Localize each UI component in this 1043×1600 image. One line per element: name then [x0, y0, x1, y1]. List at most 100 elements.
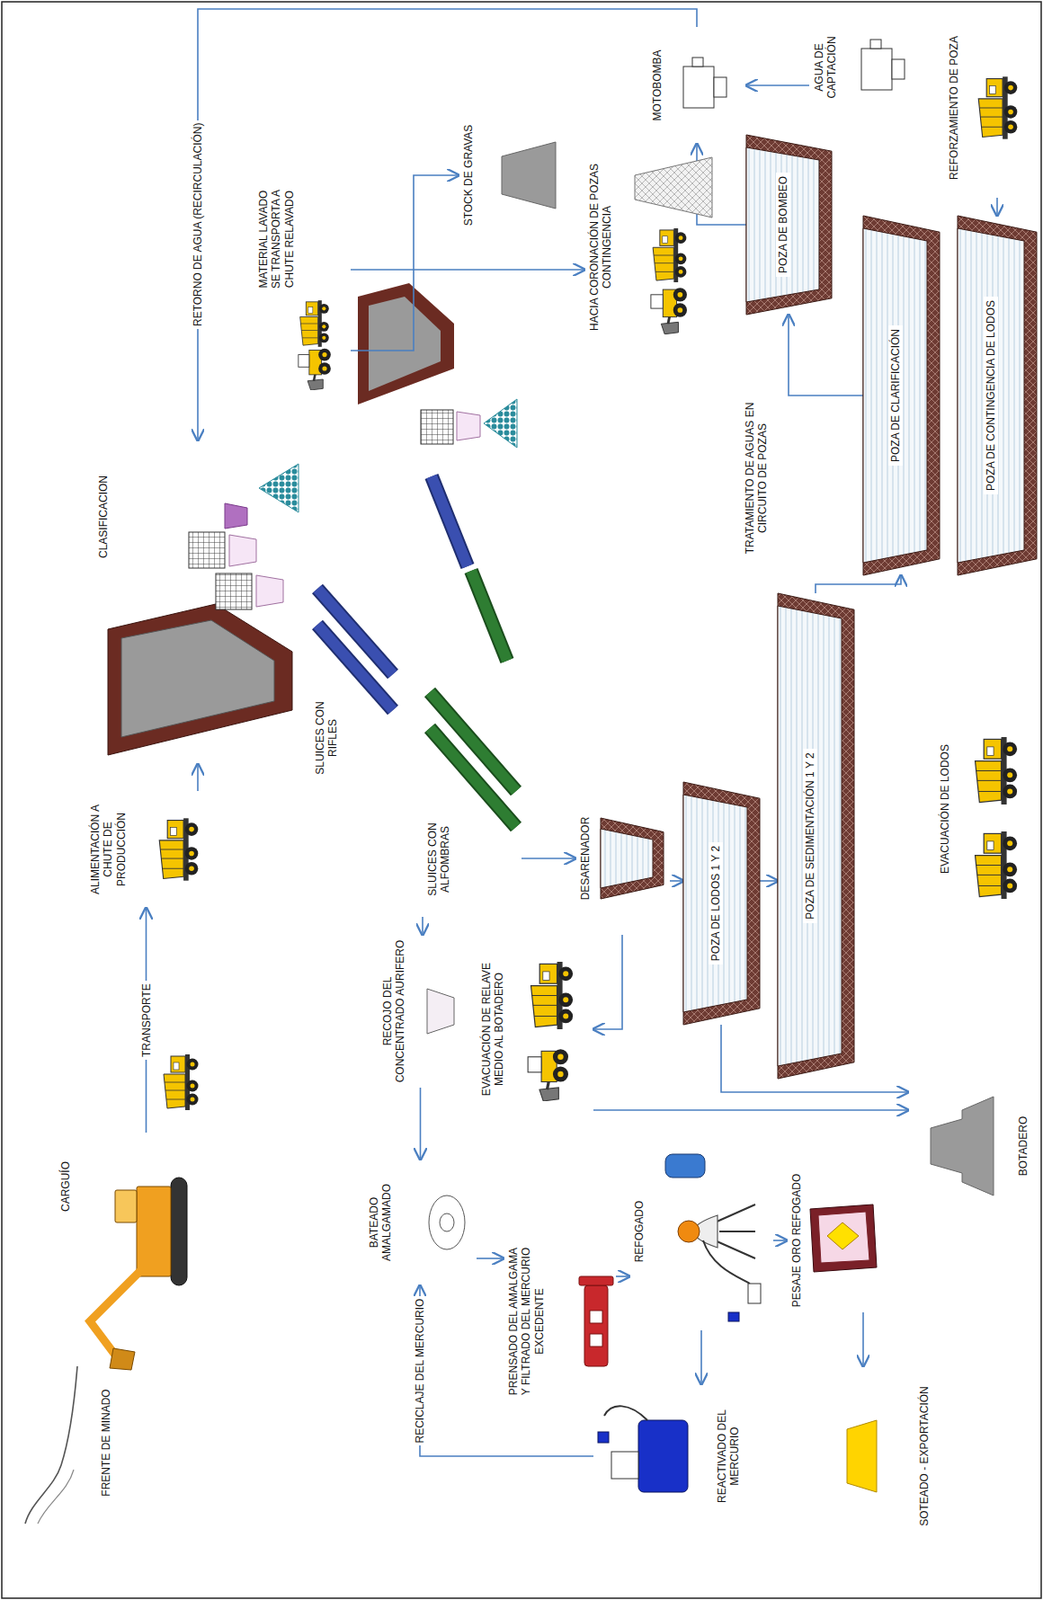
line-art	[714, 1204, 756, 1259]
sludge-haulage: EVACUACIÓN DE LODOS	[935, 701, 1035, 918]
pond-outline	[957, 228, 1025, 563]
edge-label: RETORNO DE AGUA (RECIRCULACIÓN)	[190, 120, 206, 330]
shape-part	[215, 573, 252, 610]
shape-part	[188, 532, 225, 569]
loader-icon	[650, 287, 687, 335]
text-block: EVACUACIÓN DE RELAVE MEDIO AL BOTADERO	[480, 948, 507, 1111]
clarification-pond: POZA DE CLARIFICACIÓN	[863, 215, 940, 576]
node-label: REFORZAMIENTO DE POZA	[947, 22, 961, 194]
pond-outline	[746, 134, 832, 315]
text-block: MOTOBOMBA	[650, 30, 664, 141]
text-block: SLUICES CON RIFLES	[313, 688, 340, 788]
flow-connector	[700, 1330, 703, 1385]
note-label: TRATAMIENTO DE AGUAS EN CIRCUITO DE POZA…	[742, 390, 771, 567]
shape-part	[579, 1276, 614, 1286]
truck-icon	[531, 962, 574, 1030]
shape-part	[136, 1186, 171, 1277]
shape-outline	[501, 142, 556, 209]
truck-icon	[159, 818, 198, 881]
truck-icon	[975, 831, 1018, 900]
shape-part	[891, 59, 905, 80]
flow-connector	[759, 880, 778, 883]
pond-outline	[600, 818, 664, 900]
edge-label: RECICLAJE DEL MERCURIO	[412, 1296, 428, 1447]
text-block: REFOGADO	[632, 1168, 646, 1295]
relavado-chute	[471, 570, 508, 661]
node-label: MATERIAL LAVADO SE TRANSPORTA A CHUTE RE…	[257, 183, 296, 295]
shape-outline	[258, 463, 299, 513]
shape-outline	[109, 1348, 135, 1371]
text-block: RECOJO DEL CONCENTRADO AURIFERO	[381, 939, 408, 1084]
text-block: HACIA CORONACIÓN DE POZAS CONTINGENCIA	[588, 157, 615, 338]
relavado-chute	[368, 296, 441, 392]
shape-part	[713, 77, 727, 98]
text-block: SLUICES CON ALFOMBRAS	[426, 805, 453, 914]
intake-pump: AGUA DE CAPTACIÓN	[809, 8, 936, 126]
pond-outline	[683, 794, 748, 1013]
text-block: POZA DE SEDIMENTACIÓN 1 Y 2	[802, 598, 818, 1074]
node-label: CLASIFICACION	[97, 449, 110, 585]
shape-part	[584, 1285, 608, 1367]
line-art	[37, 1470, 74, 1525]
node-label: MOTOBOMBA	[650, 30, 664, 141]
text-block: POZA DE CLARIFICACIÓN	[888, 221, 903, 571]
text-block: REACTIVADO DEL MERCURIO	[715, 1390, 742, 1524]
tailings-haulage: EVACUACIÓN DE RELAVE MEDIO AL BOTADERO	[476, 944, 594, 1115]
shape-part	[638, 1420, 688, 1493]
shape-part	[597, 1432, 609, 1444]
pond-outline	[863, 215, 940, 576]
truck-icon	[975, 737, 1018, 805]
concentrate-collection: RECOJO DEL CONCENTRADO AURIFERO	[377, 935, 468, 1088]
relavado-chute	[471, 570, 508, 661]
shape-part	[589, 1310, 603, 1324]
sluice-channel	[317, 624, 393, 711]
sludge-pond: POZA DE LODOS 1 Y 2	[683, 782, 760, 1026]
flow-connector	[773, 1239, 787, 1242]
motor-pump: MOTOBOMBA	[647, 26, 747, 144]
node-label: DESARENADOR	[579, 786, 592, 931]
text-block: BOTADERO	[1016, 1084, 1030, 1209]
pond-crest-material: HACIA CORONACIÓN DE POZAS CONTINGENCIA	[584, 152, 720, 342]
relavado-chute	[431, 476, 468, 567]
truck-icon	[163, 1054, 199, 1111]
text-block: POZA DE CONTINGENCIA DE LODOS	[983, 221, 999, 571]
node-icon	[53, 1132, 207, 1385]
node-label: PRENSADO DEL AMALGAMA Y FILTRADO DEL MER…	[507, 1245, 546, 1399]
gravel-stock: STOCK DE GRAVAS	[458, 116, 567, 234]
node-label: EVACUACIÓN DE LODOS	[938, 705, 952, 913]
pond-outline	[957, 215, 1037, 576]
text-block: PRENSADO DEL AMALGAMA Y FILTRADO DEL MER…	[507, 1245, 546, 1399]
pump-pond: POZA DE BOMBEO	[746, 134, 832, 315]
node-label: BOTADERO	[1016, 1084, 1030, 1209]
flow-connector	[669, 880, 684, 883]
pond-outline	[600, 829, 653, 889]
shape-outline	[121, 620, 275, 738]
sluice-channel	[429, 728, 517, 828]
retort-station: REFOGADO	[629, 1132, 774, 1331]
text-block: POZA DE LODOS 1 Y 2	[708, 787, 723, 1020]
flow-connector	[196, 764, 199, 792]
shape-part	[683, 66, 714, 108]
shape-part	[870, 39, 882, 49]
flow-connector	[593, 1109, 909, 1112]
node-label: CARGUÍO	[59, 1141, 72, 1232]
shape-part	[728, 1312, 740, 1322]
shape-outline	[930, 1096, 994, 1196]
truck-icon	[300, 300, 330, 348]
flow-connector	[746, 84, 810, 87]
text-block: FRENTE DE MINADO	[99, 1363, 113, 1524]
relavado-chute	[483, 399, 518, 448]
sedimentation-pond: POZA DE SEDIMENTACIÓN 1 Y 2	[777, 593, 855, 1079]
text-block: PESAJE ORO REFOGADO	[790, 1173, 803, 1309]
text-block: AGUA DE CAPTACIÓN	[812, 12, 839, 123]
mining-face: FRENTE DE MINADO	[17, 1357, 117, 1529]
node-label: BATEADO AMALGAMADO	[367, 1164, 394, 1282]
line-art	[703, 1240, 750, 1284]
line-art	[89, 1267, 144, 1358]
mercury-reactivator: REACTIVADO DEL MERCURIO	[593, 1384, 747, 1529]
node-label: ALIMENTACIÓN A CHUTE DE PRODUCCIÓN	[89, 793, 128, 907]
node-label: POZA DE CLARIFICACIÓN	[888, 325, 903, 466]
node-icon	[89, 440, 306, 765]
text-block: EVACUACIÓN DE LODOS	[938, 705, 952, 913]
